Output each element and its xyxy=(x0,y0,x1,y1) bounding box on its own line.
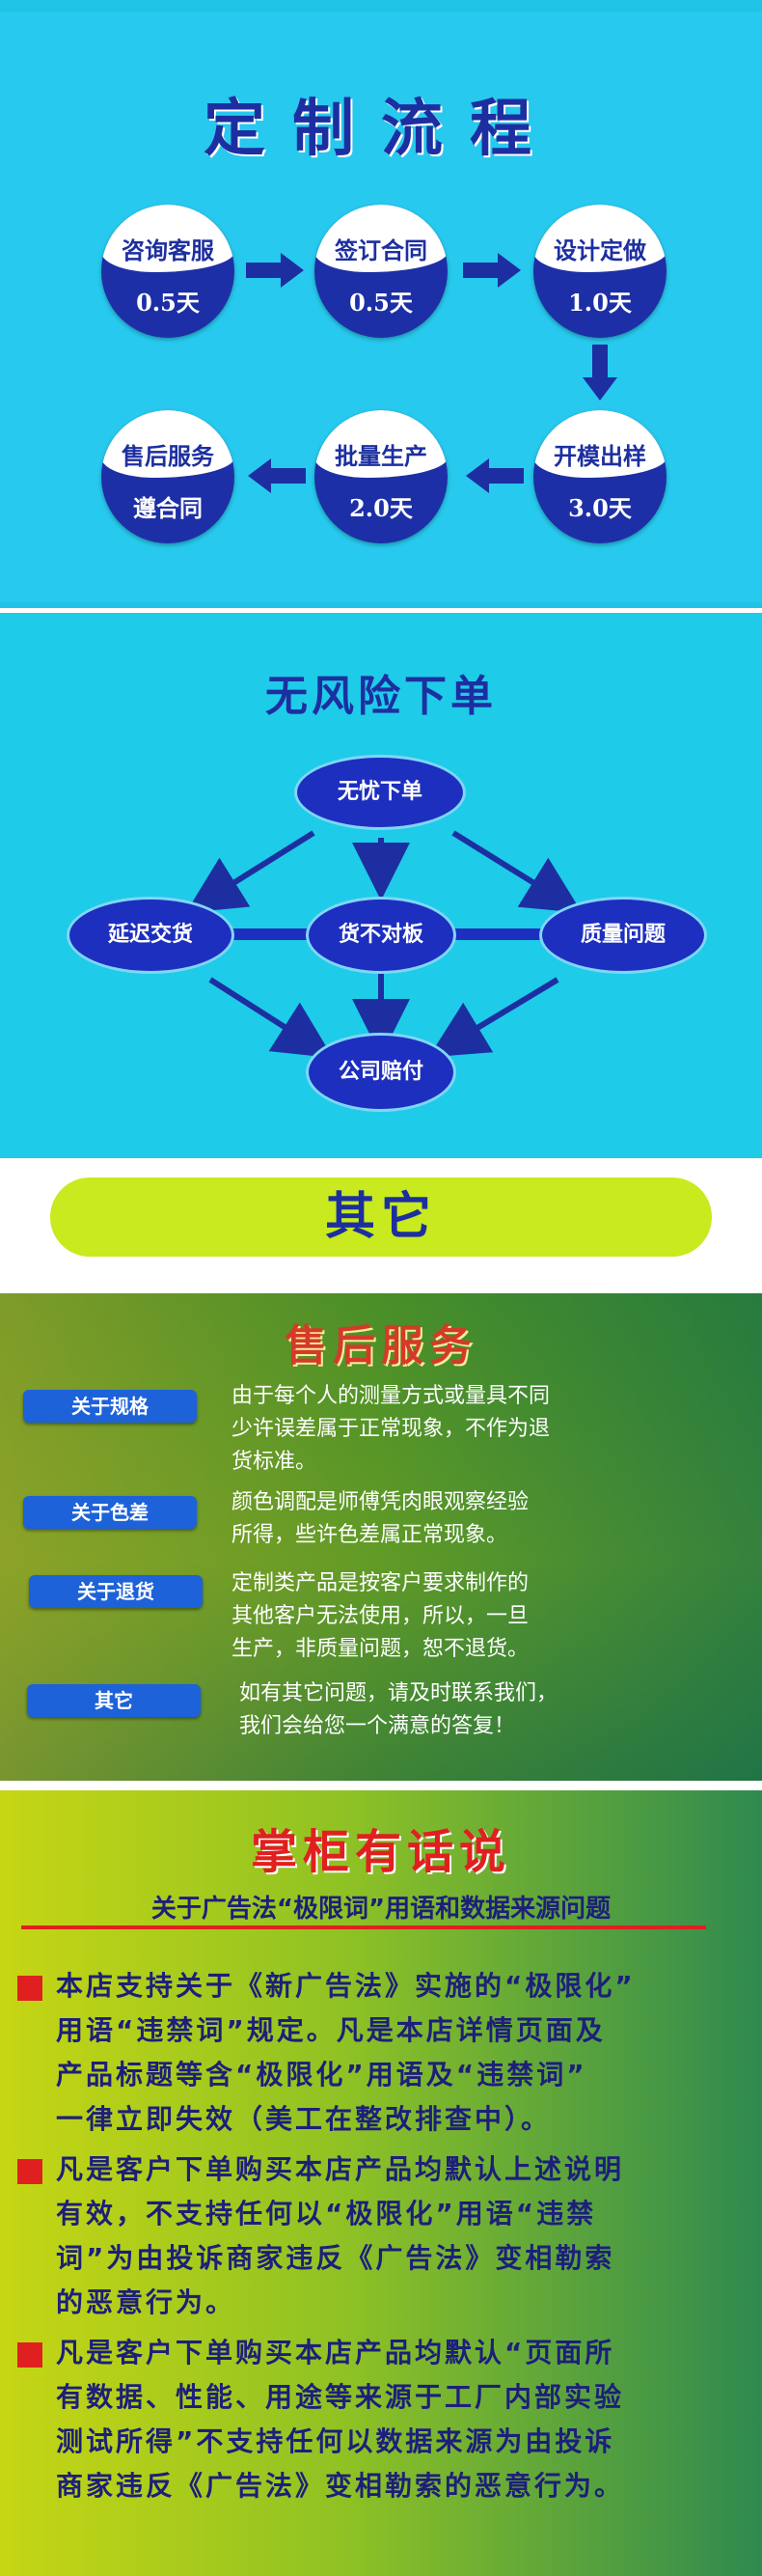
step-label: 批量生产 xyxy=(335,442,427,470)
process-panel: 定制流程 咨询客服 0.5天 签订合同 0.5天 设计定做 1.0天 开模出样 … xyxy=(0,12,762,602)
other-section: 其它 xyxy=(0,1158,762,1293)
node-company-compensation: 公司赔付 xyxy=(309,1036,453,1109)
step-duration: 3.0天 xyxy=(568,494,632,522)
arrow-left-icon xyxy=(466,458,524,493)
notice-bullet-3: 凡是客户下单购买本店产品均默认“页面所 有数据、性能、用途等来源于工厂内部实验 … xyxy=(56,2337,625,2502)
notice-subtitle: 关于广告法“极限词”用语和数据来源问题 xyxy=(150,1895,612,1924)
subtitle-underline xyxy=(21,1925,706,1929)
para-other: 如有其它问题，请及时联系我们， 我们会给您一个满意的答复！ xyxy=(239,1681,558,1738)
tag-other: 其它 xyxy=(27,1684,201,1717)
notice-bullet-1: 本店支持关于《新广告法》实施的“极限化” 用语“违禁词”规定。凡是本店详情页面及… xyxy=(56,1970,636,2135)
node-worry-free-order: 无忧下单 xyxy=(297,758,463,827)
risk-section: 无风险下单 无忧下单 延迟交货 货不对板 质量问题 公司赔付 xyxy=(0,613,762,1158)
step-after-sales: 售后服务 遵合同 xyxy=(101,410,234,543)
step-mold: 开模出样 3.0天 xyxy=(533,410,667,543)
step-label: 售后服务 xyxy=(122,442,214,470)
tag-spec: 关于规格 xyxy=(23,1390,197,1423)
after-sales-title: 售后服务 xyxy=(285,1321,477,1371)
step-label: 签订合同 xyxy=(335,236,427,264)
para-color: 颜色调配是师傅凭肉眼观察经验 所得，些许色差属正常现象。 xyxy=(231,1490,530,1547)
arrow-top-to-right xyxy=(451,830,583,913)
bullet-square-icon xyxy=(17,2159,42,2184)
step-contract: 签订合同 0.5天 xyxy=(314,205,448,338)
para-return: 定制类产品是按客户要求制作的 其他客户无法使用，所以，一旦 生产，非质量问题，恕… xyxy=(231,1571,530,1661)
step-duration: 2.0天 xyxy=(349,494,413,522)
para-spec: 由于每个人的测量方式或量具不同 少许误差属于正常现象，不作为退 货标准。 xyxy=(231,1384,551,1474)
arrow-right-to-bottom xyxy=(428,977,559,1058)
node-goods-mismatch: 货不对板 xyxy=(309,900,453,971)
notice-section: 掌柜有话说 关于广告法“极限词”用语和数据来源问题 本店支持关于《新广告法》实施… xyxy=(0,1781,762,2576)
arrow-right-icon xyxy=(463,253,521,288)
node-quality-issue: 质量问题 xyxy=(542,900,704,971)
after-sales-section: 售后服务 关于规格 由于每个人的测量方式或量具不同 少许误差属于正常现象，不作为… xyxy=(0,1293,762,1781)
notice-bullet-2: 凡是客户下单购买本店产品均默认上述说明 有效，不支持任何以“极限化”用语“违禁 … xyxy=(56,2153,625,2318)
process-title: 定制流程 xyxy=(204,93,558,165)
bullet-square-icon xyxy=(17,2342,42,2368)
risk-title: 无风险下单 xyxy=(265,672,497,721)
arrow-down-icon xyxy=(583,345,617,401)
step-duration: 遵合同 xyxy=(133,494,203,522)
process-section: 定制流程 咨询客服 0.5天 签订合同 0.5天 设计定做 1.0天 开模出样 … xyxy=(0,0,762,608)
step-duration: 0.5天 xyxy=(349,289,413,317)
step-label: 咨询客服 xyxy=(122,236,214,264)
tag-return: 关于退货 xyxy=(29,1575,203,1608)
step-design: 设计定做 1.0天 xyxy=(533,205,667,338)
step-label: 开模出样 xyxy=(554,442,646,470)
other-banner: 其它 xyxy=(50,1177,712,1257)
node-late-delivery: 延迟交货 xyxy=(69,900,231,971)
notice-title: 掌柜有话说 xyxy=(250,1825,511,1879)
arrow-left-icon xyxy=(248,458,306,493)
arrow-left-to-bottom xyxy=(208,977,334,1059)
bullet-square-icon xyxy=(17,1976,42,2001)
step-duration: 0.5天 xyxy=(136,289,200,317)
step-consult: 咨询客服 0.5天 xyxy=(101,205,234,338)
step-production: 批量生产 2.0天 xyxy=(314,410,448,543)
step-label: 设计定做 xyxy=(554,236,646,264)
tag-color: 关于色差 xyxy=(23,1496,197,1529)
arrow-right-icon xyxy=(246,253,304,288)
step-duration: 1.0天 xyxy=(568,289,632,317)
arrow-top-to-left xyxy=(185,830,315,913)
